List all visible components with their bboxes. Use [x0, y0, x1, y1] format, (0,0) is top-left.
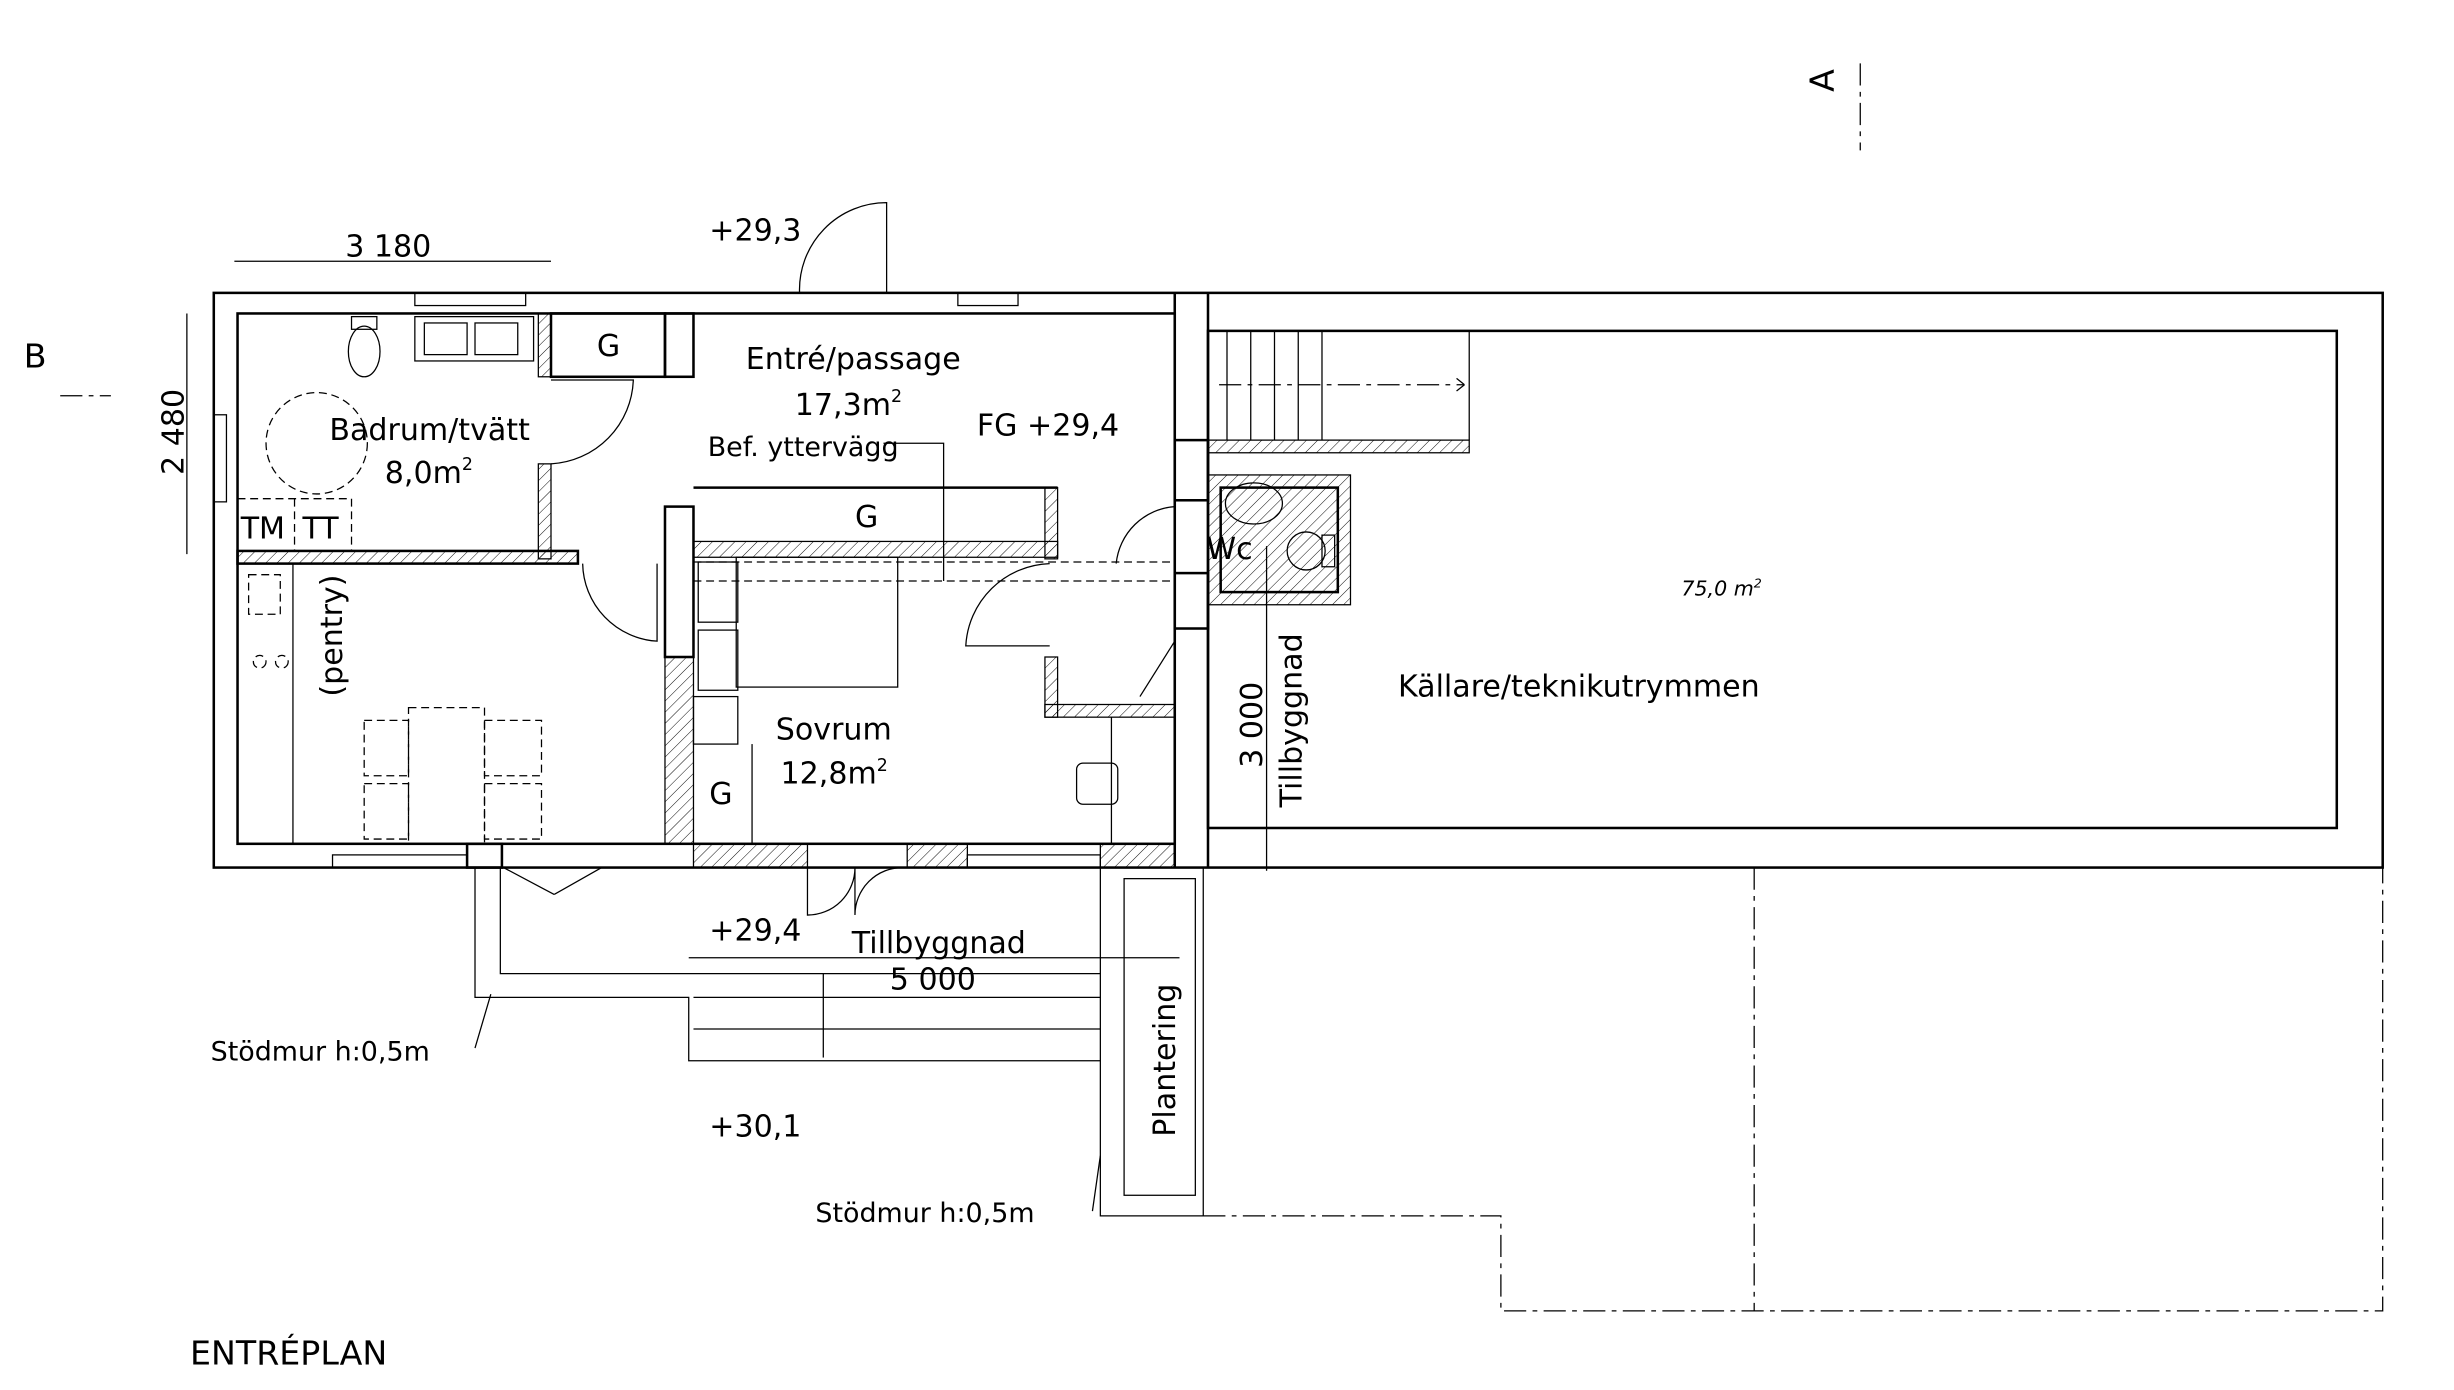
extension-label: Tillbyggnad: [851, 926, 1026, 961]
level-floor: FG +29,4: [977, 408, 1119, 443]
room-kitchen-name: (pentry): [315, 575, 350, 697]
room-entry-name: Entré/passage: [746, 342, 961, 377]
section-marker-b: B: [24, 336, 47, 375]
level-ground: +30,1: [709, 1110, 801, 1145]
room-bedroom-area: 12,8m2: [781, 756, 888, 792]
windows: [213, 292, 1101, 869]
retaining-wall-label-2: Stödmur h:0,5m: [815, 1198, 1034, 1229]
level-entrance-top: +29,3: [709, 214, 801, 249]
wardrobe-label-2: G: [855, 500, 878, 535]
doors: [503, 202, 1176, 916]
existing-wall-label: Bef. yttervägg: [708, 432, 899, 463]
retaining-wall-label-1: Stödmur h:0,5m: [211, 1037, 430, 1068]
room-bathroom-area: 8,0m2: [385, 455, 473, 491]
dimension-lines: [186, 260, 1268, 1212]
room-basement-name: Källare/teknikutrymmen: [1398, 670, 1760, 705]
dim-left-height: 2 480: [157, 389, 192, 475]
room-wc-name: Wc: [1206, 532, 1252, 567]
room-bedroom-name: Sovrum: [776, 712, 892, 747]
room-entry-area: 17,3m2: [795, 387, 902, 423]
room-basement-area: 75,0 m2: [1681, 575, 1761, 600]
dryer-label: TT: [301, 511, 339, 546]
wardrobe-label-3: G: [709, 777, 732, 812]
dim-extension-width: 5 000: [890, 962, 976, 997]
room-bathroom-name: Badrum/tvätt: [329, 413, 530, 448]
extension-vertical-label: Tillbyggnad: [1274, 633, 1309, 808]
section-marker-a: A: [1802, 69, 1841, 92]
level-terrace: +29,4: [709, 913, 801, 948]
washer-label: TM: [240, 511, 285, 546]
inner-walls: [236, 312, 1470, 869]
planting-label: Plantering: [1148, 984, 1183, 1137]
stairs: [1207, 330, 1470, 441]
furniture: [236, 315, 1336, 845]
dim-extension-depth: 3 000: [1235, 682, 1270, 768]
outdoor: [60, 63, 2384, 1312]
wardrobe-label-1: G: [597, 329, 620, 364]
dim-top-width: 3 180: [345, 229, 431, 264]
drawing-title: ENTRÉPLAN: [190, 1333, 387, 1373]
